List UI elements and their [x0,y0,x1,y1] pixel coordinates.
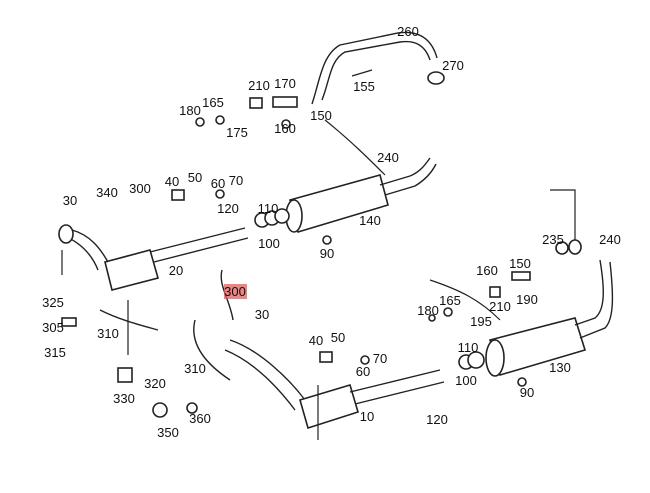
part-label[interactable]: 30 [255,307,269,322]
part-label[interactable]: 70 [373,351,387,366]
part-label[interactable]: 310 [184,361,206,376]
part-label[interactable]: 110 [258,201,279,216]
part-label[interactable]: 300 [129,181,151,196]
part-label[interactable]: 305 [42,320,64,335]
part-label[interactable]: 50 [331,330,345,345]
part-label[interactable]: 240 [377,150,399,165]
part-label[interactable]: 360 [189,411,211,426]
highlighted-part-label[interactable]: 300 [224,284,246,299]
part-label[interactable]: 165 [439,293,461,308]
part-label[interactable]: 260 [397,24,419,39]
part-label[interactable]: 195 [470,314,492,329]
part-label[interactable]: 240 [599,232,621,247]
part-label[interactable]: 50 [188,170,202,185]
upper-rear-muffler [285,157,437,234]
part-label[interactable]: 315 [44,345,66,360]
part-label[interactable]: 170 [274,76,296,91]
part-label[interactable]: 150 [310,108,332,123]
part-label[interactable]: 320 [144,376,166,391]
upper-front-pipe [58,208,290,291]
part-label[interactable]: 310 [97,326,119,341]
part-label[interactable]: 100 [455,373,477,388]
part-label[interactable]: 20 [169,263,183,278]
part-label[interactable]: 155 [353,79,375,94]
part-label[interactable]: 60 [211,176,225,191]
part-label[interactable]: 180 [179,103,201,118]
part-label[interactable]: 340 [96,185,118,200]
part-label[interactable]: 175 [226,125,248,140]
hardware-parts [61,96,569,418]
part-label[interactable]: 40 [165,174,179,189]
upper-tailpipe [311,31,445,105]
part-label[interactable]: 160 [274,121,296,136]
highlight-marker [224,284,247,299]
part-label[interactable]: 165 [202,95,224,110]
part-label[interactable]: 190 [516,292,538,307]
part-label[interactable]: 10 [360,409,374,424]
part-labels: 260 270 210 170 155 180 165 175 160 150 … [42,24,621,440]
part-label[interactable]: 160 [476,263,498,278]
part-label[interactable]: 60 [356,364,370,379]
lower-rear-muffler [458,239,614,377]
part-label[interactable]: 90 [520,385,534,400]
part-label[interactable]: 210 [248,78,270,93]
part-label[interactable]: 100 [258,236,280,251]
part-label[interactable]: 350 [157,425,179,440]
part-label[interactable]: 270 [442,58,464,73]
part-label[interactable]: 140 [359,213,381,228]
part-label[interactable]: 330 [113,391,135,406]
part-label[interactable]: 90 [320,246,334,261]
part-label[interactable]: 210 [489,299,511,314]
part-label[interactable]: 235 [542,232,564,247]
part-label[interactable]: 110 [458,340,479,355]
part-label[interactable]: 130 [549,360,571,375]
part-label[interactable]: 40 [309,333,323,348]
part-label[interactable]: 150 [509,256,531,271]
lower-front-pipe [224,339,445,430]
part-label[interactable]: 70 [229,173,243,188]
part-label[interactable]: 120 [217,201,239,216]
part-label[interactable]: 180 [417,303,439,318]
part-label[interactable]: 325 [42,295,64,310]
part-label[interactable]: 120 [426,412,448,427]
part-label[interactable]: 30 [63,193,77,208]
